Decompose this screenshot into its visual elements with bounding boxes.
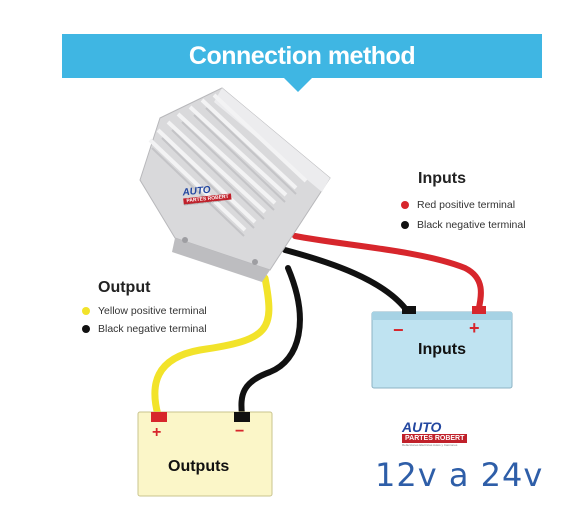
output-battery-label: Outputs [168,458,230,475]
yellow-output-wire [151,274,273,419]
logo-line3: Refacciones Eléctricas Autos y Camiones [402,443,458,447]
output-plus-sign: + [152,424,162,441]
legend-black-negative-output: Black negative terminal [82,323,207,335]
brand-logo: AUTO PARTES ROBERT Refacciones Eléctrica… [402,419,468,447]
legend-label: Yellow positive terminal [98,305,207,317]
voltage-range-text: 12v a 24v [375,456,544,494]
legend-label: Black negative terminal [98,323,207,335]
input-minus-sign: − [393,320,404,340]
title-banner: Connection method [62,34,542,78]
black-dot-icon [401,221,409,229]
legend-yellow-positive: Yellow positive terminal [82,305,207,317]
legend-label: Black negative terminal [417,219,526,231]
output-battery [137,411,273,497]
legend-label: Red positive terminal [417,199,516,211]
dc-converter-module [139,87,331,282]
legend-black-negative-input: Black negative terminal [401,219,526,231]
output-minus-sign: − [235,423,245,440]
input-battery [371,306,513,389]
banner-title: Connection method [188,42,416,70]
logo-line1: AUTO [402,419,442,435]
red-input-wire [292,233,484,315]
input-battery-label: Inputs [418,341,466,358]
inputs-heading: Inputs [418,170,466,187]
black-input-wire [282,247,411,315]
yellow-dot-icon [82,307,90,315]
input-plus-sign: + [469,318,480,338]
black-output-wire [238,265,303,418]
legend-red-positive: Red positive terminal [401,199,515,211]
output-heading: Output [98,279,151,296]
black-dot-icon [82,325,90,333]
red-dot-icon [401,201,409,209]
logo-line2: PARTES ROBERT [402,434,468,443]
banner-pointer [284,78,312,92]
